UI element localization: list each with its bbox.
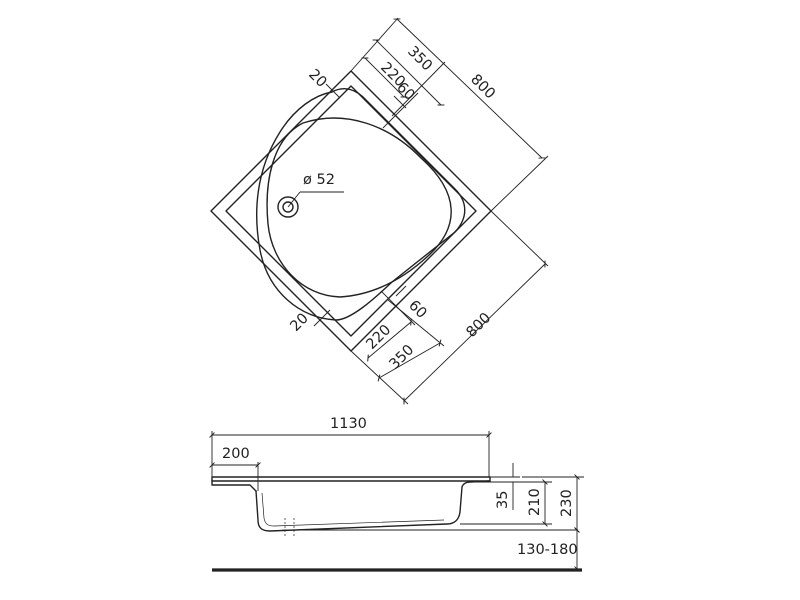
dim-220-lower-label: 220: [364, 322, 395, 353]
drain-diameter-label: ø 52: [303, 172, 335, 188]
drain-inner: [282, 201, 294, 213]
dim-800-upper-label: 800: [467, 72, 498, 103]
drain-outer: [277, 196, 299, 218]
tray-outline: [210, 70, 492, 352]
dim-line-60-lower: [395, 285, 407, 297]
top-view: ø 52 800 350 220 60 20 800 350 220: [210, 17, 549, 405]
dim-230-label: 230: [559, 489, 575, 517]
dim-1130-label: 1130: [330, 416, 367, 432]
dim-800-lower-label: 800: [464, 310, 495, 341]
dim-210-label: 210: [527, 488, 543, 516]
dim-line-220-upper: [361, 57, 408, 98]
side-rim-top: [211, 476, 491, 482]
basin-outline: [256, 88, 466, 321]
dim-line-20-lower: [313, 309, 331, 327]
basin-floor: [266, 117, 452, 298]
side-view: 1130 200 35 210 230 130-180: [209, 416, 584, 572]
dim-350-lower-label: 350: [387, 342, 418, 373]
dim-line-60-upper: [393, 95, 407, 109]
drain-leader: [287, 191, 301, 208]
side-basin-profile: [255, 480, 491, 532]
dim-20-upper-label: 20: [305, 67, 329, 91]
dim-130-180-label: 130-180: [517, 542, 578, 558]
dim-200-label: 200: [222, 446, 250, 462]
dim-35-label: 35: [495, 491, 511, 509]
dim-350-upper-label: 350: [404, 44, 435, 75]
dim-line-220-lower: [367, 318, 412, 362]
dim-line-350-upper: [372, 39, 445, 106]
dim-line-20-upper: [325, 83, 341, 99]
tray-inner-rim: [225, 85, 477, 337]
